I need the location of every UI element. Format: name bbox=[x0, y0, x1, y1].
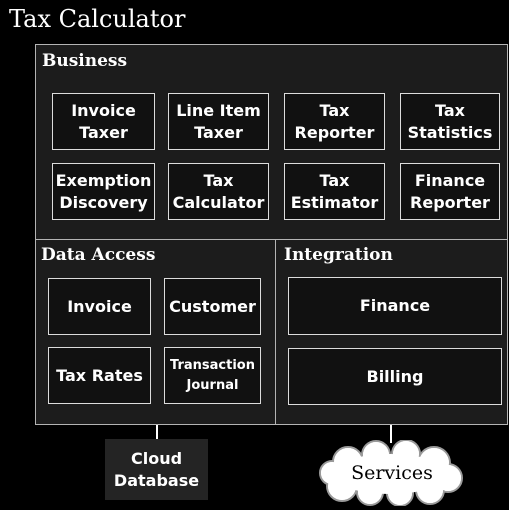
finance-reporter-box: Finance Reporter bbox=[400, 163, 500, 220]
invoice-box: Invoice bbox=[48, 278, 151, 335]
line-item-taxer-box: Line Item Taxer bbox=[168, 93, 269, 150]
tax-reporter-box: Tax Reporter bbox=[284, 93, 385, 150]
services-label: Services bbox=[351, 462, 433, 484]
cloud-database: Cloud Database bbox=[105, 439, 208, 500]
database-connector bbox=[156, 425, 158, 439]
data-access-layer: Data Access Invoice Customer Tax Rates T… bbox=[35, 239, 276, 425]
exemption-discovery-box: Exemption Discovery bbox=[52, 163, 155, 220]
tax-statistics-box: Tax Statistics bbox=[400, 93, 500, 150]
tax-estimator-box: Tax Estimator bbox=[284, 163, 385, 220]
business-layer: Business Invoice Taxer Line Item Taxer T… bbox=[35, 44, 508, 240]
diagram-title: Tax Calculator bbox=[9, 5, 186, 33]
integration-layer-title: Integration bbox=[284, 245, 393, 265]
customer-box: Customer bbox=[164, 278, 261, 335]
billing-box: Billing bbox=[288, 348, 502, 405]
transaction-journal-box: Transaction Journal bbox=[164, 347, 261, 404]
finance-box: Finance bbox=[288, 277, 502, 335]
business-layer-title: Business bbox=[42, 51, 128, 71]
invoice-taxer-box: Invoice Taxer bbox=[52, 93, 155, 150]
services-connector bbox=[390, 425, 392, 443]
services-cloud-icon bbox=[319, 440, 463, 506]
data-access-layer-title: Data Access bbox=[41, 245, 156, 265]
integration-layer: Integration Finance Billing bbox=[275, 239, 508, 425]
tax-rates-box: Tax Rates bbox=[48, 347, 151, 404]
tax-calculator-box: Tax Calculator bbox=[168, 163, 269, 220]
